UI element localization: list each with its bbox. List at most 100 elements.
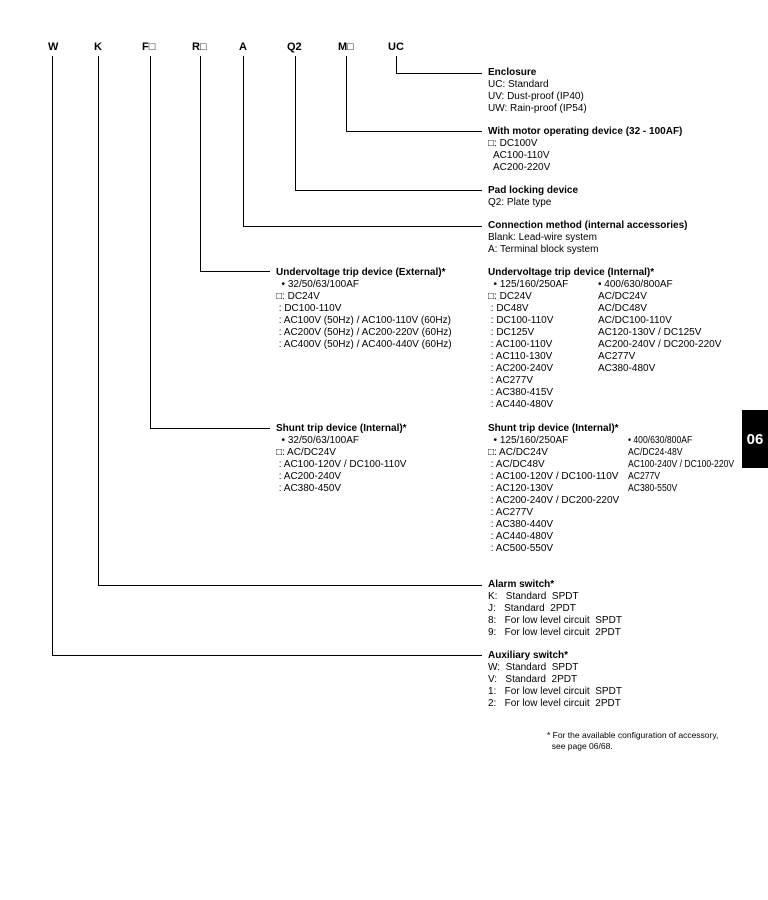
block-title: With motor operating device (32 - 100AF) [488,126,683,137]
code-a: A [239,41,247,53]
block-line: AC120-130V / DC125V [598,327,702,338]
block-line: Q2: Plate type [488,197,552,208]
block-line: AC200-240V / DC200-220V [598,339,722,350]
connection-block: Connection method (internal accessories)… [488,220,688,256]
code-m: M□ [338,41,354,53]
block-line: : AC120-130V [488,483,554,494]
block-title: Shunt trip device (Internal)* [276,423,407,434]
block-line: UC: Standard [488,79,549,90]
block-line: A: Terminal block system [488,244,599,255]
block-line: : DC48V [488,303,529,314]
line-uc [396,56,482,74]
shunt-external-block: Shunt trip device (Internal)* • 32/50/63… [276,423,407,495]
block-line: : AC200-240V [276,471,342,482]
block-line: AC277V [628,471,661,482]
block-line: • 32/50/63/100AF [276,279,360,290]
block-title: Enclosure [488,67,537,78]
block-line: • 32/50/63/100AF [276,435,360,446]
code-f: F□ [142,41,156,53]
uvt-internal-block-a: Undervoltage trip device (Internal)* • 1… [488,267,654,411]
block-line: 9: For low level circuit 2PDT [488,627,621,638]
block-line: AC/DC48V [598,303,647,314]
block-line: : AC200-240V / DC200-220V [488,495,620,506]
block-title: Pad locking device [488,185,579,196]
line-r [200,56,270,272]
line-q2 [295,56,482,191]
block-line: □: DC24V [276,291,320,302]
block-title: Undervoltage trip device (External)* [276,267,446,278]
block-line: AC380-550V [628,483,678,494]
block-line: • 125/160/250AF [488,279,569,290]
block-line: Blank: Lead-wire system [488,232,597,243]
line-k [98,56,482,586]
block-line: AC100-110V [488,150,550,161]
block-line: : AC380-450V [276,483,342,494]
block-line: K: Standard SPDT [488,591,579,602]
block-line: : AC100-120V / DC100-110V [276,459,407,470]
block-line: • 400/630/800AF [628,435,693,446]
block-line: AC/DC24-48V [628,447,683,458]
block-title: Auxiliary switch* [488,650,569,661]
block-title: Connection method (internal accessories) [488,220,688,231]
section-tab: 06 [742,410,768,468]
code-r: R□ [192,41,207,53]
line-f [150,56,270,429]
block-line: : AC200V (50Hz) / AC200-220V (60Hz) [276,327,452,338]
block-line: □: AC/DC24V [276,447,336,458]
uvt-external-block: Undervoltage trip device (External)* • 3… [276,267,452,351]
block-line: : DC125V [488,327,535,338]
block-line: 1: For low level circuit SPDT [488,686,622,697]
block-line: UV: Dust-proof (IP40) [488,91,584,102]
block-line: : AC100V (50Hz) / AC100-110V (60Hz) [276,315,451,326]
code-w: W [48,41,59,53]
block-line: AC277V [598,351,636,362]
line-w [52,56,482,656]
block-line: AC380-480V [598,363,656,374]
footnote-line: see page 06/68. [547,741,613,751]
block-line: : AC/DC48V [488,459,545,470]
block-line: : AC110-130V [488,351,553,362]
block-line: : AC100-110V [488,339,553,350]
block-line: V: Standard 2PDT [488,674,578,685]
block-line: □: AC/DC24V [488,447,548,458]
block-line: • 125/160/250AF [488,435,569,446]
block-line: AC100-240V / DC100-220V [628,459,735,470]
block-line: : AC277V [488,507,534,518]
block-line: : DC100-110V [488,315,554,326]
block-line: AC200-220V [488,162,551,173]
block-line: : AC400V (50Hz) / AC400-440V (60Hz) [276,339,452,350]
block-line: AC/DC24V [598,291,647,302]
motor-block: With motor operating device (32 - 100AF)… [488,126,682,174]
block-line: : AC440-480V [488,531,554,542]
block-line: W: Standard SPDT [488,662,579,673]
block-line: J: Standard 2PDT [488,603,576,614]
block-line: : AC100-120V / DC100-110V [488,471,619,482]
block-line: AC/DC100-110V [598,315,672,326]
block-line: □: DC100V [488,138,538,149]
code-k: K [94,41,102,53]
block-line: UW: Rain-proof (IP54) [488,103,587,114]
block-line: : AC500-550V [488,543,554,554]
footnote-line: * For the available configuration of acc… [547,730,719,740]
block-line: : AC277V [488,375,534,386]
block-line: : AC440-480V [488,399,554,410]
code-uc: UC [388,41,404,53]
footnote: * For the available configuration of acc… [547,730,718,752]
code-q2: Q2 [287,41,302,53]
block-line: : AC380-415V [488,387,554,398]
block-line: : DC100-110V [276,303,342,314]
block-title: Shunt trip device (Internal)* [488,423,619,434]
block-title: Undervoltage trip device (Internal)* [488,267,655,278]
block-line: : AC380-440V [488,519,554,530]
block-line: • 400/630/800AF [598,279,673,290]
block-line: : AC200-240V [488,363,554,374]
block-line: 8: For low level circuit SPDT [488,615,622,626]
